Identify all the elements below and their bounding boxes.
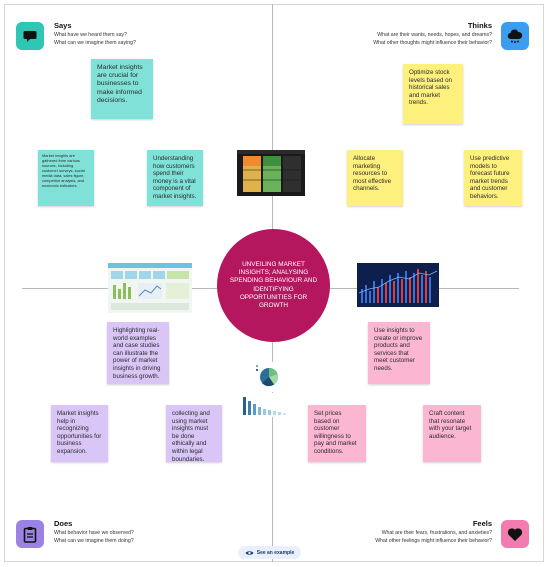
says-note-2[interactable]: Market insights are gathered from variou… bbox=[38, 150, 94, 206]
says-question-1: What have we heard them say? bbox=[54, 32, 127, 38]
does-note-1[interactable]: Highlighting real-world examples and cas… bbox=[107, 322, 169, 384]
says-question-2: What can we imagine them saying? bbox=[54, 40, 136, 46]
feels-question-2: What other feelings might influence thei… bbox=[375, 538, 492, 544]
stock-chart-thumbnail[interactable] bbox=[357, 263, 439, 307]
thinks-note-1[interactable]: Optimize stock levels based on historica… bbox=[403, 64, 463, 124]
heart-icon bbox=[501, 520, 529, 548]
says-note-3[interactable]: Understanding how customers spend their … bbox=[147, 150, 203, 206]
feels-title: Feels bbox=[472, 519, 492, 528]
dashboard-thumbnail[interactable] bbox=[237, 150, 305, 196]
thinks-question-2: What other thoughts might influence thei… bbox=[373, 40, 492, 46]
thinks-note-3[interactable]: Use predictive models to forecast future… bbox=[464, 150, 522, 206]
feels-question-1: What are their fears, frustrations, and … bbox=[381, 530, 492, 536]
says-note-1[interactable]: Market insights are crucial for business… bbox=[91, 59, 153, 119]
pie-chart-thumbnail[interactable] bbox=[252, 362, 292, 392]
eye-icon bbox=[245, 550, 254, 556]
does-note-2[interactable]: Market insights help in recognizing oppo… bbox=[51, 405, 108, 462]
analytics-dashboard-thumbnail[interactable] bbox=[108, 263, 192, 313]
feels-note-3[interactable]: Craft content that resonate with your ta… bbox=[423, 405, 481, 462]
does-title: Does bbox=[54, 519, 73, 528]
speech-bubble-icon bbox=[16, 22, 44, 50]
bar-chart-thumbnail[interactable] bbox=[241, 393, 289, 417]
thinks-note-2[interactable]: Allocate marketing resources to most eff… bbox=[347, 150, 403, 206]
clipboard-icon bbox=[16, 520, 44, 548]
see-example-label: See an example bbox=[256, 549, 295, 556]
does-question-1: What behavior have we observed? bbox=[54, 530, 134, 536]
feels-note-2[interactable]: Set prices based on customer willingness… bbox=[308, 405, 366, 462]
says-title: Says bbox=[54, 21, 72, 30]
does-note-3[interactable]: collecting and using market insights mus… bbox=[166, 405, 222, 463]
thought-cloud-icon bbox=[501, 22, 529, 50]
thinks-title: Thinks bbox=[467, 21, 492, 30]
feels-note-1[interactable]: Use insights to create or improve produc… bbox=[368, 322, 430, 384]
does-question-2: What can we imagine them doing? bbox=[54, 538, 134, 544]
thinks-question-1: What are their wants, needs, hopes, and … bbox=[377, 32, 492, 38]
see-example-button[interactable]: See an example bbox=[238, 546, 301, 559]
center-topic[interactable]: UNVEILING MARKET INSIGHTS; ANALYSING SPE… bbox=[217, 229, 330, 342]
